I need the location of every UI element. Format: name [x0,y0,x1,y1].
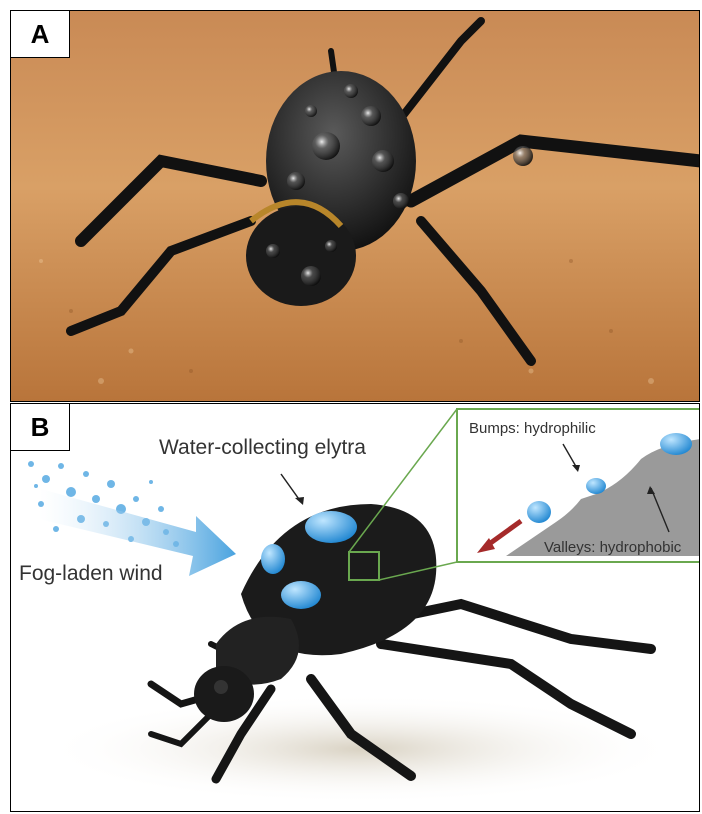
beetle-diagram-illustration [11,404,700,812]
panel-b-diagram: Water-collecting elytra Fog-laden wind B… [10,403,700,812]
panel-a-label: A [11,11,70,58]
inset-drop-small [586,478,606,494]
label-fog-laden-wind: Fog-laden wind [19,562,163,586]
diagram-beetle-eye [214,680,228,694]
label-water-collecting-elytra: Water-collecting elytra [159,436,366,460]
panel-b-label: B [11,404,70,451]
inset-drop-medium [527,501,551,523]
beetle-photo-illustration [11,11,700,402]
diagram-beetle-head [194,666,254,722]
label-valleys-hydrophobic: Valleys: hydrophobic [544,539,681,556]
label-bumps-hydrophilic: Bumps: hydrophilic [469,420,596,437]
panel-a-photo: A [10,10,700,402]
inset-drop-large [660,433,692,455]
